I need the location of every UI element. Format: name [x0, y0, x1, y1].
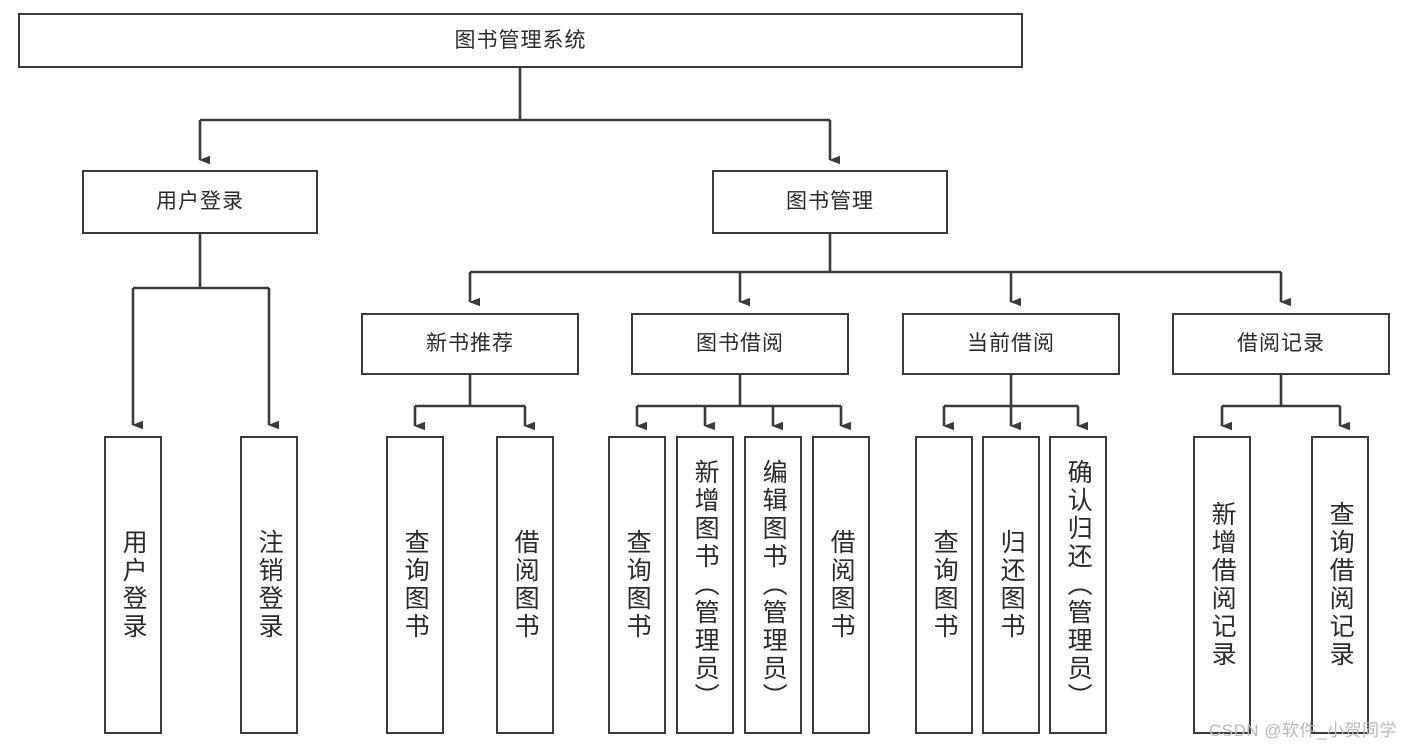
node-borrow-record-label: 借阅记录: [1237, 332, 1325, 356]
csdn-watermark: CSDN @软件_小贺同学: [1208, 721, 1397, 740]
node-user-login-label: 用户登录: [156, 190, 244, 214]
leaf-user-login-label: 用户登录: [119, 529, 148, 641]
leaf-query-book-recommend-label: 查询图书: [401, 529, 430, 641]
leaf-borrow-book-label: 借阅图书: [827, 529, 856, 641]
node-root-label: 图书管理系统: [454, 28, 587, 52]
leaf-confirm-return-admin-label: 确认归还（管理员）: [1064, 459, 1093, 711]
node-book-borrow[interactable]: 图书借阅: [631, 313, 849, 375]
leaf-add-borrow-record-label: 新增借阅记录: [1208, 501, 1237, 669]
node-new-book-recommend[interactable]: 新书推荐: [361, 313, 579, 375]
node-current-borrow-label: 当前借阅: [967, 332, 1055, 356]
leaf-query-book-recommend[interactable]: 查询图书: [386, 436, 444, 734]
leaf-user-login[interactable]: 用户登录: [104, 436, 162, 734]
node-new-book-recommend-label: 新书推荐: [426, 332, 514, 356]
node-book-borrow-label: 图书借阅: [696, 332, 784, 356]
leaf-borrow-book-recommend-label: 借阅图书: [511, 529, 540, 641]
leaf-query-book-borrow[interactable]: 查询图书: [608, 436, 666, 734]
leaf-borrow-book[interactable]: 借阅图书: [812, 436, 870, 734]
leaf-query-book-current[interactable]: 查询图书: [915, 436, 973, 734]
leaf-add-book-admin[interactable]: 新增图书（管理员）: [676, 436, 734, 734]
node-borrow-record[interactable]: 借阅记录: [1172, 313, 1390, 375]
leaf-edit-book-admin-label: 编辑图书（管理员）: [759, 459, 788, 711]
leaf-borrow-book-recommend[interactable]: 借阅图书: [496, 436, 554, 734]
leaf-query-borrow-record[interactable]: 查询借阅记录: [1311, 436, 1369, 734]
leaf-confirm-return-admin[interactable]: 确认归还（管理员）: [1049, 436, 1107, 734]
leaf-query-borrow-record-label: 查询借阅记录: [1326, 501, 1355, 669]
leaf-edit-book-admin[interactable]: 编辑图书（管理员）: [744, 436, 802, 734]
node-book-management[interactable]: 图书管理: [712, 170, 948, 234]
node-current-borrow[interactable]: 当前借阅: [902, 313, 1120, 375]
leaf-add-borrow-record[interactable]: 新增借阅记录: [1193, 436, 1251, 734]
node-user-login[interactable]: 用户登录: [82, 170, 318, 234]
leaf-logout[interactable]: 注销登录: [240, 436, 298, 734]
leaf-return-book-label: 归还图书: [997, 529, 1026, 641]
node-book-management-label: 图书管理: [786, 190, 874, 214]
leaf-add-book-admin-label: 新增图书（管理员）: [691, 459, 720, 711]
node-root-book-management-system[interactable]: 图书管理系统: [18, 13, 1023, 68]
leaf-return-book[interactable]: 归还图书: [982, 436, 1040, 734]
leaf-logout-label: 注销登录: [255, 529, 284, 641]
leaf-query-book-current-label: 查询图书: [930, 529, 959, 641]
leaf-query-book-borrow-label: 查询图书: [623, 529, 652, 641]
